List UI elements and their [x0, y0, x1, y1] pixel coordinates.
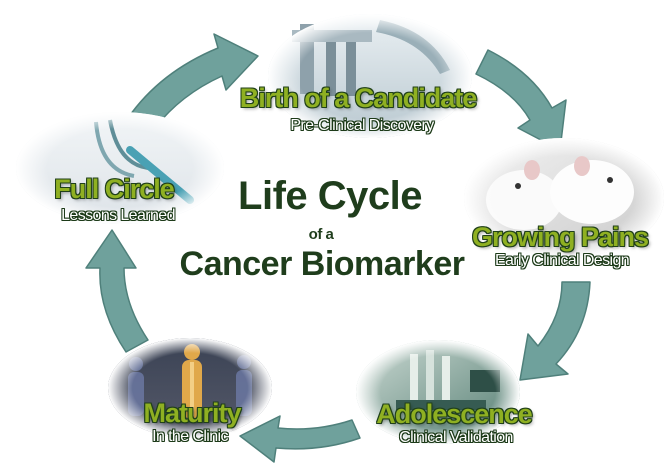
stage-title-maturity: Maturity [143, 398, 241, 428]
diagram-title-line2: of a [308, 226, 334, 243]
stage-subtitle-birth: Pre-Clinical Discovery [290, 117, 434, 134]
stage-subtitle-adolescence: Clinical Validation [399, 429, 513, 446]
stage-title-birth: Birth of a Candidate [239, 83, 478, 113]
arrow-adolescence-to-maturity [239, 415, 361, 463]
lab-equipment-image [268, 14, 472, 138]
lab-mice-image [464, 138, 664, 258]
arrow-birth-to-growing [475, 49, 567, 151]
stethoscope-image [16, 112, 224, 224]
lab-robot-image [356, 340, 520, 444]
diagram-title-line3: Cancer Biomarker [179, 245, 465, 283]
arrow-growing-to-adolescence [519, 281, 591, 381]
diagram-title-line1: Life Cycle [238, 174, 422, 218]
stage-subtitle-fullcircle: Lessons Learned [61, 207, 175, 224]
stage-subtitle-growing: Early Clinical Design [494, 252, 630, 269]
stage-subtitle-maturity: In the Clinic [152, 428, 228, 445]
stage-title-adolescence: Adolescence [376, 399, 533, 429]
arrow-fullcircle-to-birth [127, 33, 259, 133]
stage-title-fullcircle: Full Circle [54, 174, 175, 204]
body-scan-image [108, 338, 272, 438]
arrow-maturity-to-fullcircle [85, 229, 149, 353]
stage-title-growing: Growing Pains [471, 222, 649, 252]
cycle-arrows [85, 33, 591, 463]
